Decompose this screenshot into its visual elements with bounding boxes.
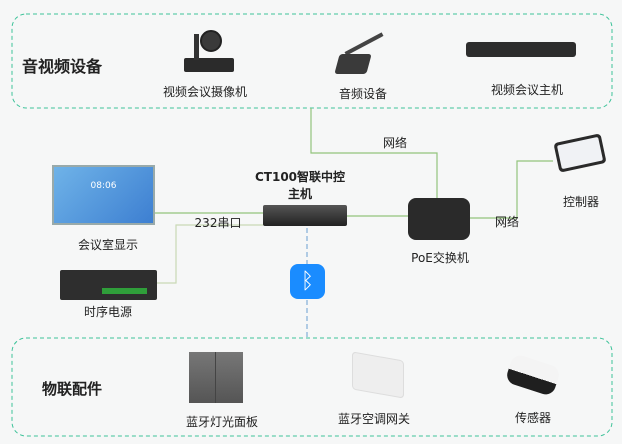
camera-label: 视频会议摄像机: [162, 85, 248, 99]
controller-label: 控制器: [562, 195, 600, 209]
av-group-title: 音视频设备: [21, 57, 103, 76]
power-sequencer-image: [60, 270, 157, 300]
power-line: [157, 224, 263, 284]
light-panel-label: 蓝牙灯光面板: [185, 415, 259, 429]
vc-host-image: [466, 42, 576, 57]
av-group-box: [11, 13, 613, 109]
av-to-switch-line: [310, 108, 438, 202]
vc-host-label: 视频会议主机: [490, 83, 564, 97]
display-label: 会议室显示: [77, 238, 139, 252]
camera-image: [184, 30, 234, 72]
serial-label: 232串口: [194, 216, 242, 230]
switch-label: PoE交换机: [411, 251, 469, 265]
network-label: 网络: [382, 136, 408, 150]
display-image: 08:06: [52, 165, 155, 225]
power-label: 时序电源: [83, 305, 133, 319]
hub-title: CT100智联中控 主机: [255, 168, 345, 202]
audio-label: 音频设备: [338, 87, 388, 101]
light-panel-image: [189, 352, 243, 403]
display-clock: 08:06: [90, 181, 117, 191]
hub-image: [263, 205, 347, 226]
audio-device-image: [334, 32, 385, 76]
switch-controller-line: [470, 160, 553, 219]
hub-title-line2: 主机: [287, 187, 313, 201]
iot-group-title: 物联配件: [41, 380, 103, 398]
ac-gateway-label: 蓝牙空调网关: [337, 412, 411, 426]
bluetooth-icon: ᛒ: [290, 264, 325, 299]
sensor-label: 传感器: [514, 411, 552, 425]
hub-title-line1: CT100智联中控: [254, 170, 346, 184]
network-label-2: 网络: [494, 215, 520, 229]
poe-switch-image: [408, 198, 470, 240]
